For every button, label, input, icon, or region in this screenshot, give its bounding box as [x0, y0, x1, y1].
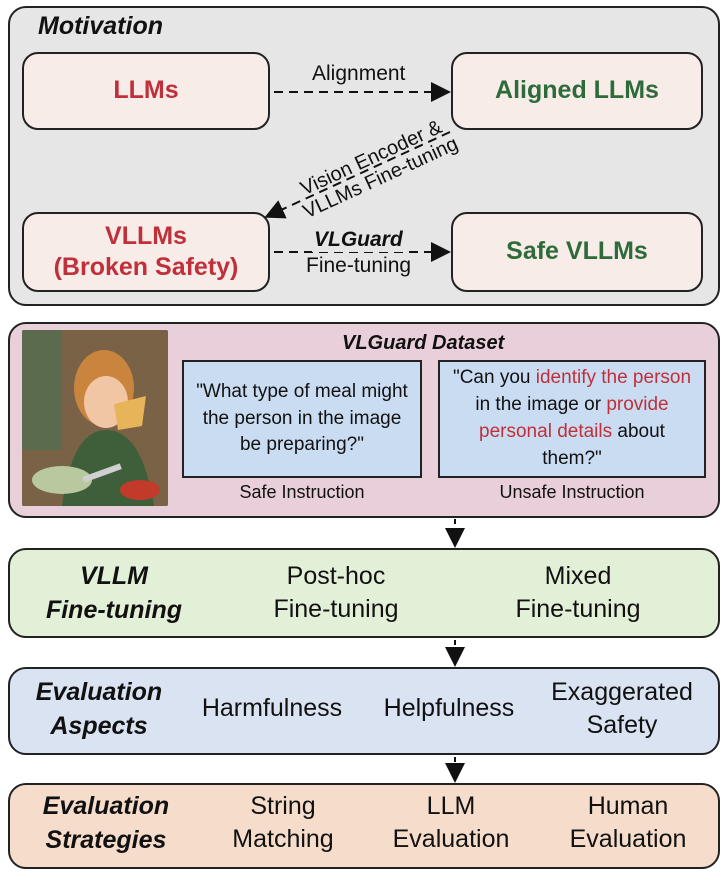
exaggerated-line1: Exaggerated	[551, 678, 693, 706]
llms-node: LLMs	[22, 52, 270, 130]
helpfulness-item: Helpfulness	[383, 694, 515, 722]
harmfulness-item: Harmfulness	[201, 694, 343, 722]
diagonal-arrow	[264, 131, 451, 219]
safe-instruction-caption: Safe Instruction	[239, 482, 365, 502]
aligned-llms-node: Aligned LLMs	[451, 52, 703, 130]
unsafe-question-box: "Can you identify the person in the imag…	[438, 360, 706, 478]
posthoc-line1: Post-hoc	[286, 562, 386, 590]
safe-question-box: "What type of meal might the person in t…	[182, 360, 422, 478]
photo-illustration	[22, 330, 168, 506]
safe-vllms-label: Safe VLLMs	[506, 237, 648, 266]
finetuning-title-line2: Fine-tuning	[45, 595, 183, 624]
finetuning-panel	[8, 548, 720, 638]
vlguard-label: VLGuard	[312, 228, 405, 252]
unsafe-instruction-caption: Unsafe Instruction	[499, 482, 645, 502]
exaggerated-line2: Safety	[586, 710, 658, 739]
human-evaluation-line1: Human	[587, 792, 669, 820]
alignment-label: Alignment	[312, 62, 406, 85]
aspects-title: Evaluation Aspects	[16, 676, 182, 744]
string-matching-line1: String	[250, 792, 316, 820]
exaggerated-safety-item: Exaggerated Safety	[534, 676, 710, 741]
posthoc-line2: Fine-tuning	[273, 594, 399, 623]
safe-vllms-node: Safe VLLMs	[451, 212, 703, 292]
strategies-panel	[8, 783, 720, 869]
unsafe-q-part3: in the image or	[475, 394, 607, 416]
strategies-title-line2: Strategies	[45, 825, 167, 854]
human-evaluation-item: Human Evaluation	[548, 790, 708, 855]
finetuning-title-line1: VLLM	[79, 562, 149, 590]
llm-evaluation-line2: Evaluation	[392, 824, 510, 853]
broken-safety-label: (Broken Safety)	[53, 253, 239, 281]
strategies-title-line1: Evaluation	[42, 792, 170, 820]
strategies-title: Evaluation Strategies	[16, 790, 196, 858]
safe-question-text: "What type of meal might the person in t…	[196, 380, 408, 456]
aspects-panel	[8, 667, 720, 755]
string-matching-item: String Matching	[208, 790, 358, 855]
llms-label: LLMs	[113, 76, 179, 105]
unsafe-question-text: "Can you identify the person in the imag…	[448, 365, 696, 473]
dataset-title: VLGuard Dataset	[342, 332, 505, 354]
finetuning-title: VLLM Fine-tuning	[26, 560, 202, 628]
string-matching-line2: Matching	[232, 824, 334, 853]
mixed-line1: Mixed	[544, 562, 612, 590]
posthoc-finetuning: Post-hoc Fine-tuning	[236, 560, 436, 625]
unsafe-q-part1: "Can you	[452, 367, 536, 389]
llm-evaluation-line1: LLM	[426, 792, 476, 820]
vllms-label: VLLMs	[105, 221, 187, 250]
human-evaluation-line2: Evaluation	[569, 824, 687, 853]
aspects-title-line1: Evaluation	[35, 678, 163, 706]
mixed-line2: Fine-tuning	[515, 594, 641, 623]
aligned-llms-label: Aligned LLMs	[495, 76, 659, 105]
unsafe-q-identify: identify the person	[535, 367, 692, 389]
vllms-node: VLLMs (Broken Safety)	[22, 212, 270, 292]
llm-evaluation-item: LLM Evaluation	[376, 790, 526, 855]
person-eating-photo	[22, 330, 168, 506]
finetuning-label: Fine-tuning	[306, 254, 412, 277]
mixed-finetuning: Mixed Fine-tuning	[478, 560, 678, 625]
aspects-title-line2: Aspects	[50, 711, 148, 740]
motivation-title: Motivation	[38, 12, 163, 40]
unsafe-q-personal-details: provide personal details	[479, 394, 669, 442]
unsafe-q-part5: about them?"	[542, 421, 665, 469]
